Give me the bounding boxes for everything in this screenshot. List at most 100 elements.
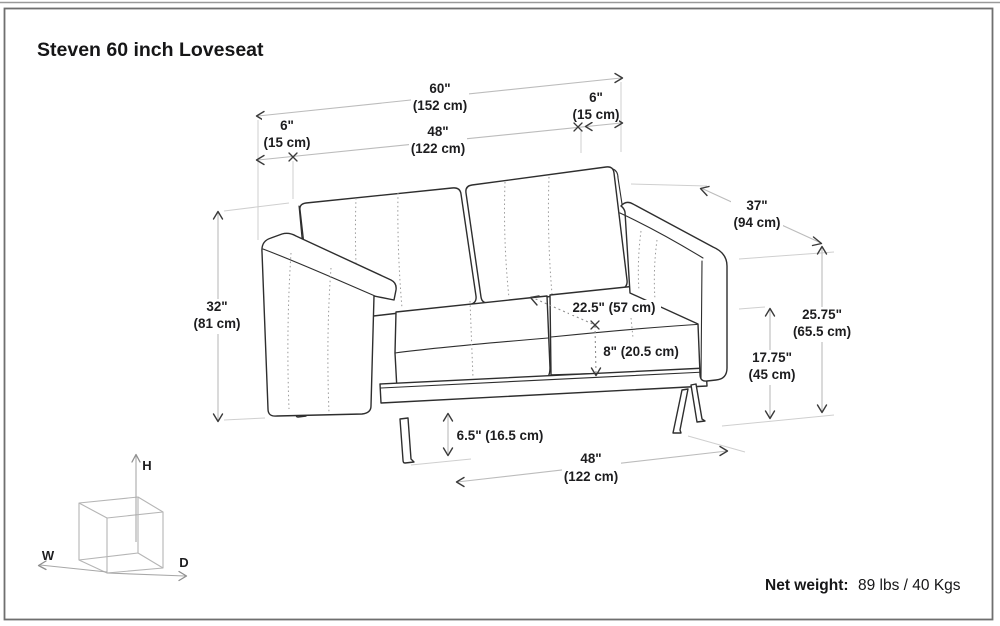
axis-cube-icon: H W D [37,453,189,582]
arrow-leg-bottom [442,447,454,457]
seat-crease-left [394,337,549,354]
labelbg-base-width [562,450,621,487]
axis-d-line [106,572,186,577]
dim-right-arm-inches: 6" [589,90,603,105]
labelbg-left-arm [262,118,313,151]
arm-right-front-edge [700,260,703,380]
dim-left-arm-cm: (15 cm) [264,135,311,150]
dim-base-width-inches: 48" [580,451,601,466]
arrow-depth-top [699,185,710,197]
sofa-illustration [261,166,728,464]
dim-left-arm-inches: 6" [280,118,294,133]
leg-front-right [672,388,689,434]
net-weight-value: 89 lbs / 40 Kgs [858,577,961,594]
dim-right-arm-cm: (15 cm) [573,107,620,122]
dim-height-cm: (81 cm) [194,316,241,331]
arm-right [620,201,728,382]
ext-base-right [687,435,746,453]
labelbg-seat-thickness [599,342,685,359]
arrow-seatheight-top [764,307,776,317]
dim-leg-height: 6.5" (16.5 cm) [457,428,544,443]
arm-left [261,232,397,417]
axis-h-arrow [131,453,141,463]
axis-w-label: W [42,548,55,563]
seat-crease-right [550,323,705,338]
ext-depth-bottom [738,251,835,260]
arrow-6l-left [255,154,265,166]
arrow-armheight-bottom [816,404,828,414]
cube-hidden-edges [78,497,164,569]
arrow-armheight-top [816,245,828,255]
cube-front-face [78,503,108,574]
arm-right-top-edge [619,212,704,259]
leg-rear-right [690,383,706,423]
arrow-60-left [255,110,265,122]
stitch-seat-right [630,317,634,339]
axis-w-line [39,564,108,573]
dim-interior-width-cm: (122 cm) [411,141,465,156]
labelbg-interior-width [409,124,467,158]
leg-front-left [399,417,415,464]
dim-overall-width-inches: 60" [429,81,450,96]
dim-base-width-cm: (122 cm) [564,469,618,484]
arrow-leg-top [442,412,454,422]
dim-seat-depth: 22.5" (57 cm) [572,300,655,315]
arrow-base-left [455,476,465,488]
cube-top-face [78,496,164,519]
labelbg-seat-depth [569,300,661,315]
ext-depth-top [630,183,708,187]
stitch-back-right-2 [547,176,553,295]
axis-w-arrow [37,560,47,571]
dimline-seat-thickness [594,325,597,375]
ext-height-top [223,202,290,212]
tick-right [573,122,583,132]
labelbg-right-arm [572,90,619,122]
axis-h-label: H [142,458,151,473]
stitch-arm-left-2 [327,267,332,414]
labelbg-overall-width [411,80,469,115]
border-box [3,7,994,621]
dim-interior-width-inches: 48" [427,124,448,139]
stitch-back-left-2 [397,192,403,309]
dim-arm-height-inches: 25.75" [802,307,842,322]
labelbg-height [191,299,244,334]
arrow-base-right [719,445,729,457]
net-weight-label: Net weight: [765,577,849,594]
axis-d-arrow [178,570,188,582]
stitch-arm-right-1 [637,230,642,292]
dim-seat-height-inches: 17.75" [752,350,792,365]
arrow-seat-depth [529,295,540,306]
arm-left-top-edge [262,248,376,297]
tick-left [288,152,298,162]
arrow-height-top [212,210,224,220]
axis-d-label: D [179,555,188,570]
arrow-depth-bottom [811,236,823,247]
cube-right-face [106,512,164,574]
ext-heights-bottom [721,414,835,427]
arrow-seat-thickness [590,367,602,377]
dim-depth-cm: (94 cm) [734,215,781,230]
stitch-arm-left-1 [287,252,292,410]
ext-seatheight-top [738,306,766,310]
arrow-seatheight-bottom [764,410,776,420]
dim-depth-inches: 37" [746,198,767,213]
labelbg-depth [731,198,783,233]
back-cushion-right [465,166,628,304]
stitch-back-right-1 [504,181,510,299]
stitch-arm-right-2 [653,239,658,301]
labelbg-arm-height [792,307,853,342]
tick-seat-depth [590,320,600,330]
arrow-60-right [614,72,624,84]
base-rail-lip [380,371,706,389]
dimension-labels: 60" (152 cm) 6" (15 cm) 48" (122 cm) 6" … [191,80,853,487]
ext-leg-bottom [410,458,472,466]
dim-seat-height-cm: (45 cm) [749,367,796,382]
arrow-6r-left [584,121,593,132]
dim-arm-height-cm: (65.5 cm) [793,324,851,339]
dimension-lines [212,72,835,488]
labelbg-seat-height [747,350,798,385]
ext-height-bottom [223,417,266,421]
